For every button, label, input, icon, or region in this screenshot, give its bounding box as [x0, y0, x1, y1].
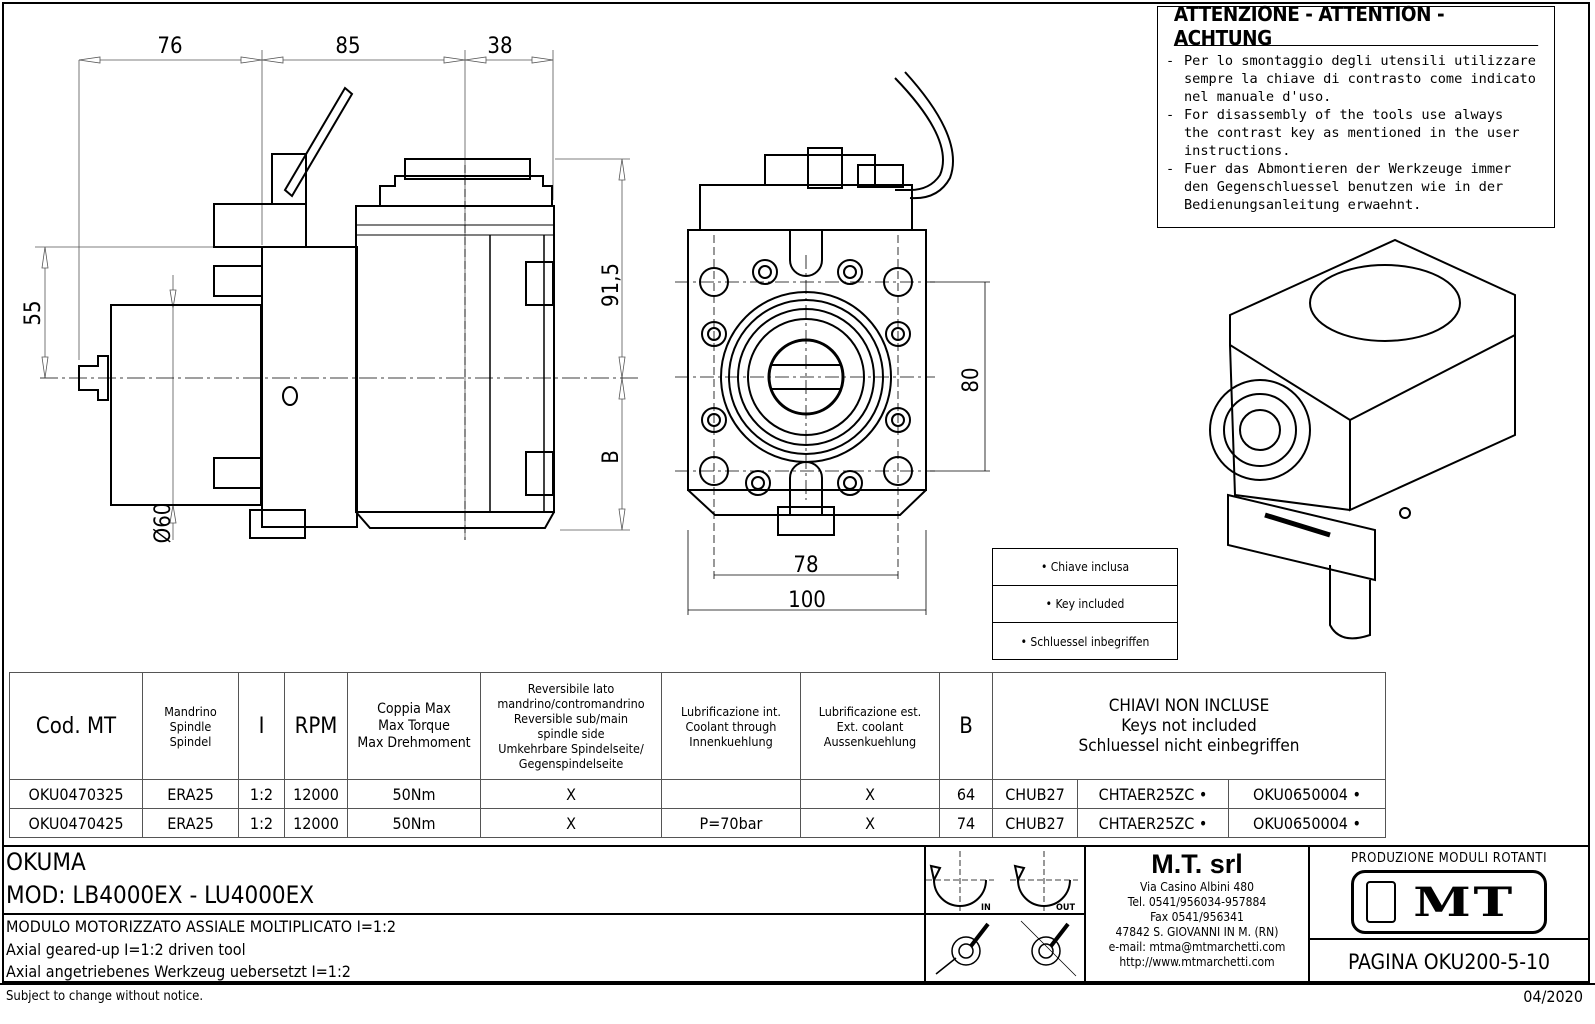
- dim-91-5: 91,5: [599, 263, 624, 307]
- company-city: 47842 S. GIOVANNI IN M. (RN): [1115, 925, 1279, 939]
- production-label: PRODUZIONE MODULI ROTANTI: [1350, 851, 1548, 866]
- footer-date: 04/2020: [1523, 987, 1583, 1006]
- key-legend: • Chiave inclusa • Key included • Schlue…: [992, 548, 1178, 660]
- module-icon: [1366, 881, 1396, 923]
- description-en: Axial geared-up I=1:2 driven tool: [6, 940, 246, 959]
- company-address: Via Casino Albini 480: [1140, 880, 1254, 894]
- dim-76: 76: [157, 34, 182, 59]
- spec-table-row: OKU0470425 ERA25 1:2 12000 50Nm X P=70ba…: [9, 808, 1386, 838]
- header-b: B: [939, 672, 993, 780]
- dim-80: 80: [959, 367, 984, 392]
- key-usage-icon: [935, 920, 1077, 977]
- dim-b: B: [599, 450, 624, 464]
- dim-38: 38: [487, 34, 512, 59]
- drawing-frame: [2, 2, 1590, 983]
- warning-item-de: - Fuer das Abmontieren der Werkzeuge imm…: [1166, 161, 1512, 213]
- footer-notice: Subject to change without notice.: [6, 989, 204, 1004]
- rotation-panel: IN OUT: [924, 846, 1086, 983]
- company-fax: Fax 0541/956341: [1150, 910, 1244, 924]
- company-tel: Tel. 0541/956034-957884: [1127, 895, 1267, 909]
- company-panel: M.T. srl Via Casino Albini 480 Tel. 0541…: [1086, 846, 1310, 983]
- warning-item-en: - For disassembly of the tools use alway…: [1166, 107, 1520, 159]
- header-ratio: I: [238, 672, 285, 780]
- rotation-symbols: IN OUT: [926, 851, 1086, 977]
- page-number: PAGINA OKU200-5-10: [1347, 949, 1551, 974]
- key-legend-it: • Chiave inclusa: [993, 549, 1177, 586]
- mt-logo: MT: [1351, 870, 1547, 934]
- description-it: MODULO MOTORIZZATO ASSIALE MOLTIPLICATO …: [6, 917, 397, 936]
- side-view-drawing: 76 85 38 55 91,5 B Ø60: [21, 34, 640, 543]
- dim-78: 78: [793, 553, 818, 578]
- warning-title: ATTENZIONE - ATTENTION - ACHTUNG: [1173, 2, 1539, 50]
- dim-85: 85: [335, 34, 360, 59]
- brand-label: OKUMA: [6, 848, 86, 876]
- title-block-divider: [2, 845, 1590, 847]
- company-name: M.T. srl: [1151, 849, 1243, 879]
- header-cod: Cod. MT: [9, 672, 143, 780]
- production-panel: PRODUZIONE MODULI ROTANTI MT: [1310, 846, 1588, 940]
- key-legend-de: • Schluessel inbegriffen: [1020, 634, 1150, 649]
- spec-table-row: OKU0470325 ERA25 1:2 12000 50Nm X X 64 C…: [9, 779, 1386, 809]
- header-rpm: RPM: [284, 672, 348, 780]
- front-view-drawing: 78 100 80: [675, 71, 990, 615]
- svg-text:OUT: OUT: [1056, 903, 1075, 913]
- dim-100: 100: [788, 588, 826, 613]
- isometric-view-drawing: [1209, 238, 1516, 640]
- svg-text:IN: IN: [981, 903, 991, 913]
- warning-box: ATTENZIONE - ATTENTION - ACHTUNG - Per l…: [1157, 2, 1555, 228]
- warning-item-it: - Per lo smontaggio degli utensili utili…: [1166, 53, 1536, 105]
- dim-55: 55: [21, 300, 46, 325]
- dim-diameter-60: Ø60: [151, 503, 176, 544]
- description-de: Axial angetriebenes Werkzeug uebersetzt …: [6, 962, 351, 981]
- model-label: MOD: LB4000EX - LU4000EX: [6, 881, 315, 909]
- company-website[interactable]: http://www.mtmarchetti.com: [1119, 955, 1275, 969]
- key-legend-en: • Key included: [993, 586, 1177, 623]
- side-view-dimensions: 76 85 38 55 91,5 B Ø60: [21, 34, 624, 543]
- company-email[interactable]: e-mail: mtma@mtmarchetti.com: [1108, 940, 1286, 954]
